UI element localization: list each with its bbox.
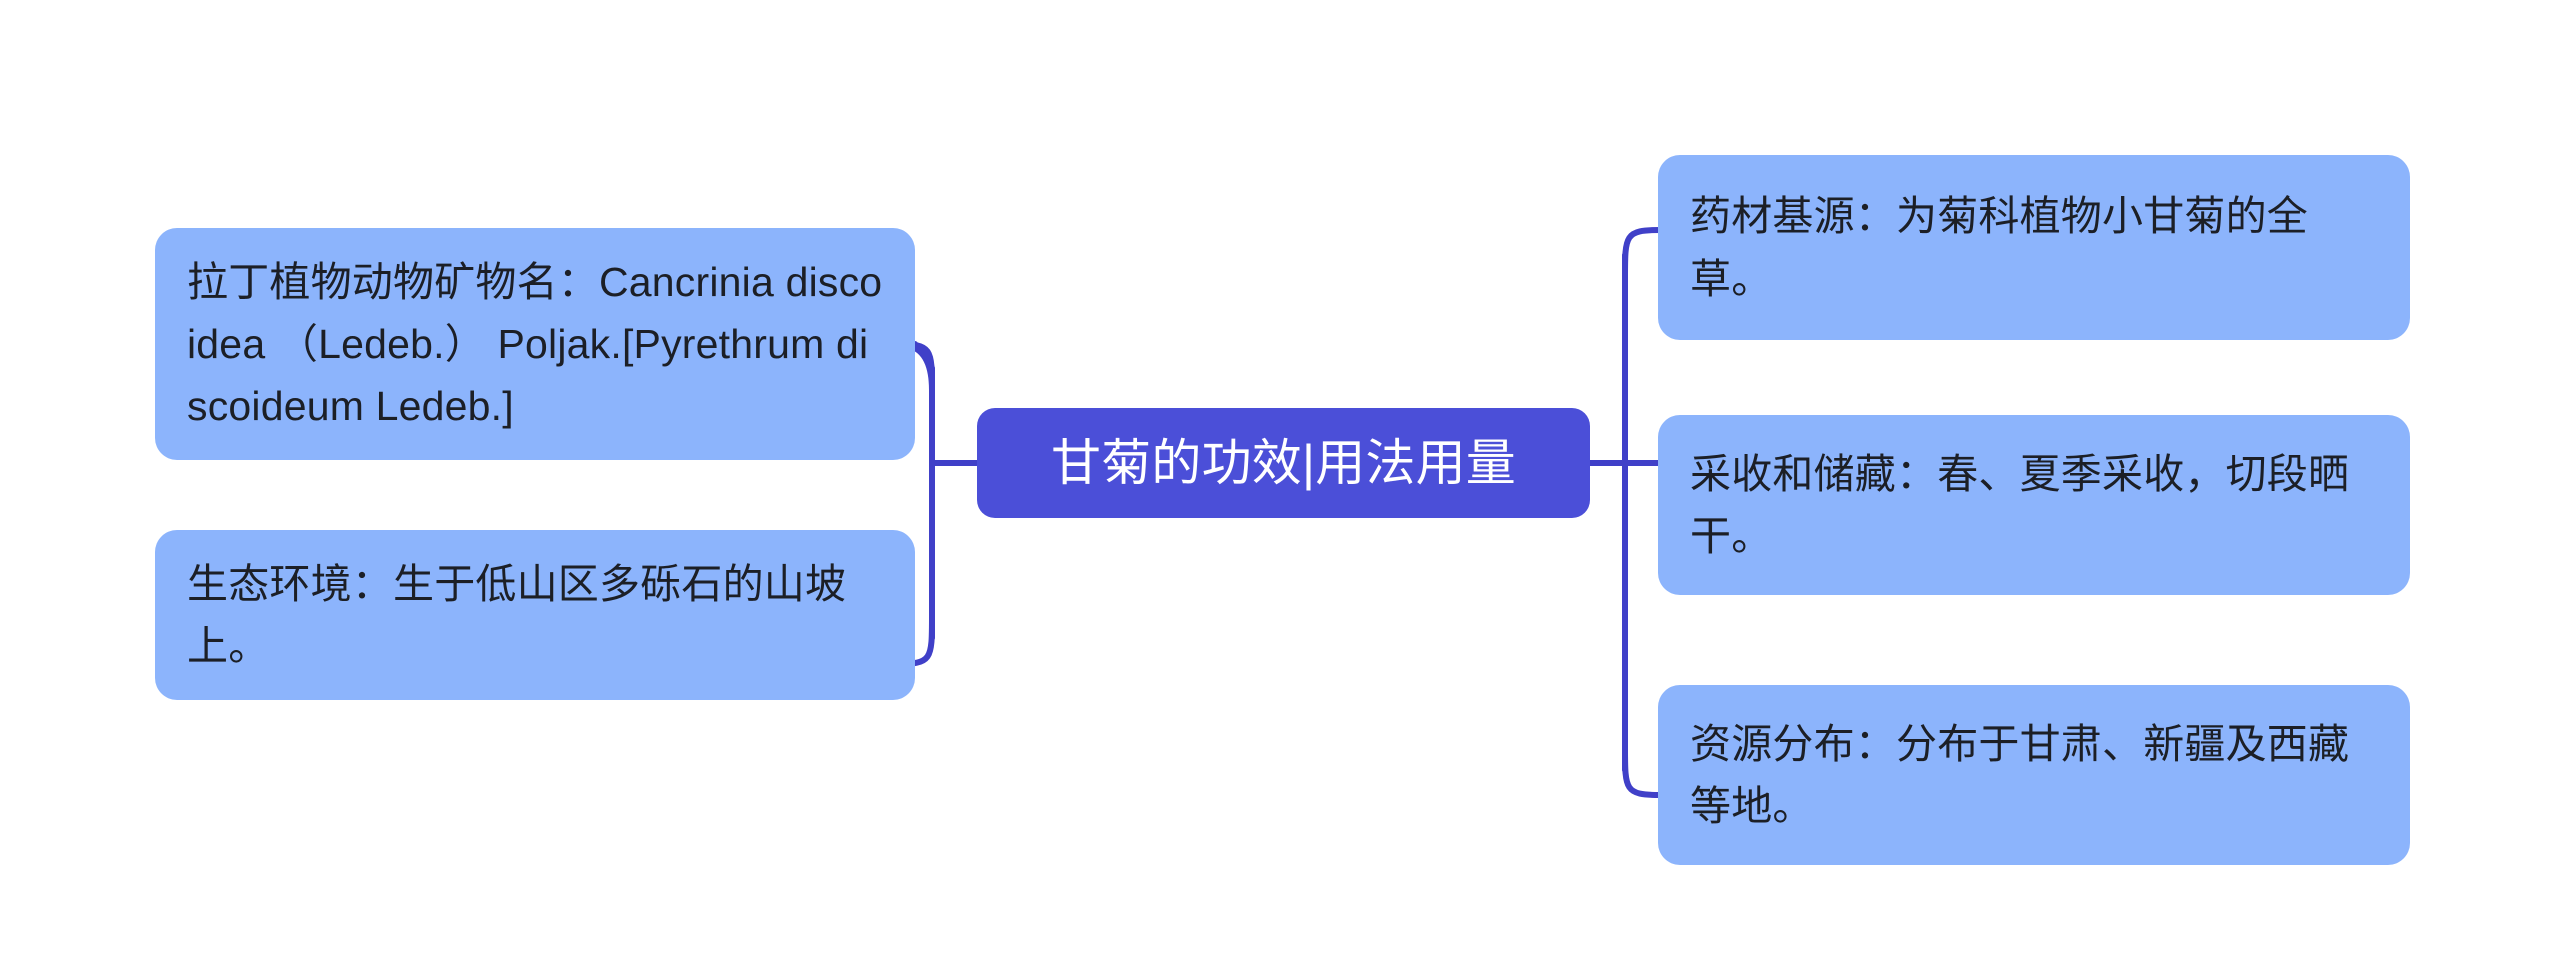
root-node-label: 甘菊的功效|用法用量 — [1051, 435, 1516, 491]
branch-node-ecological-environment-label: 生态环境：生于低山区多砾石的山坡上。 — [187, 560, 847, 669]
branch-node-latin-name[interactable]: 拉丁植物动物矿物名：Cancrinia discoidea （Ledeb.） P… — [155, 228, 915, 460]
branch-node-resource-distribution-label: 资源分布：分布于甘肃、新疆及西藏等地。 — [1690, 720, 2350, 829]
branch-node-medicinal-source-label: 药材基源：为菊科植物小甘菊的全草。 — [1690, 193, 2308, 302]
branch-node-medicinal-source[interactable]: 药材基源：为菊科植物小甘菊的全草。 — [1658, 155, 2410, 340]
connector-right-branch-3 — [1622, 745, 1663, 798]
branch-node-latin-name-label: 拉丁植物动物矿物名：Cancrinia discoidea （Ledeb.） P… — [187, 258, 883, 430]
branch-node-resource-distribution[interactable]: 资源分布：分布于甘肃、新疆及西藏等地。 — [1658, 685, 2410, 865]
branch-node-ecological-environment[interactable]: 生态环境：生于低山区多砾石的山坡上。 — [155, 530, 915, 700]
branch-node-harvest-storage-label: 采收和储藏：春、夏季采收，切段晒干。 — [1690, 450, 2350, 559]
connector-right-branch-1 — [1622, 227, 1663, 280]
root-node[interactable]: 甘菊的功效|用法用量 — [977, 408, 1590, 518]
branch-node-harvest-storage[interactable]: 采收和储藏：春、夏季采收，切段晒干。 — [1658, 415, 2410, 595]
